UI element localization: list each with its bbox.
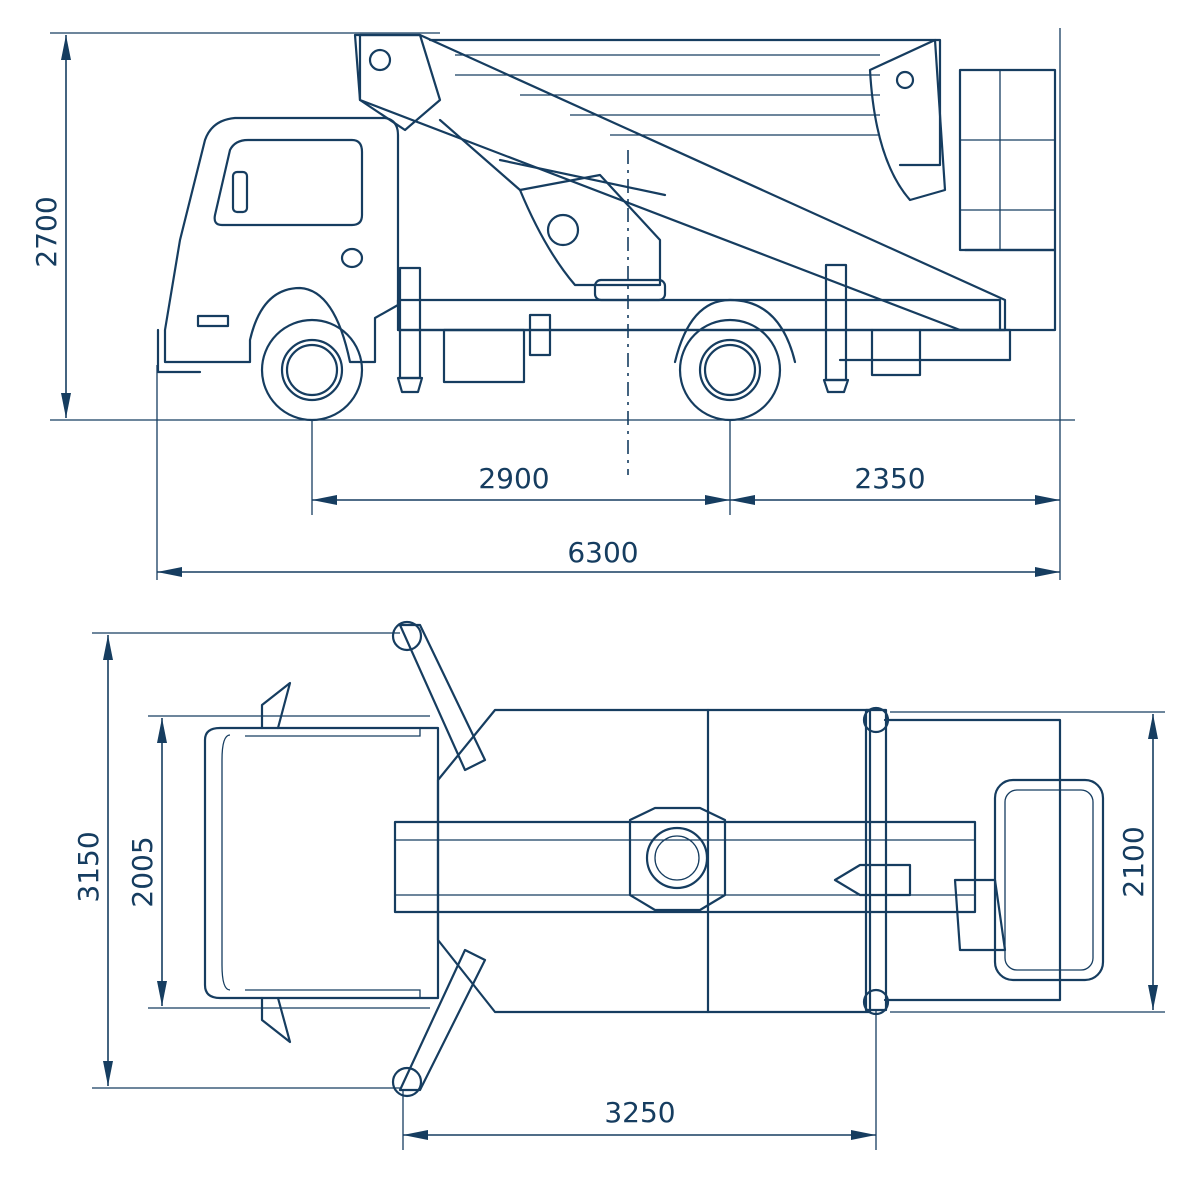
turntable — [593, 278, 667, 302]
turntable-ring — [645, 826, 709, 890]
length-arrow-right — [1035, 567, 1060, 577]
cab-window — [213, 138, 364, 227]
chassis-rail — [396, 328, 1012, 362]
front-right-outrigger-top — [398, 948, 487, 1092]
side-mirror — [231, 170, 249, 214]
rear-outrigger-foot — [822, 378, 850, 394]
turntable-plate — [628, 806, 727, 912]
front-hub-inner — [285, 343, 339, 397]
length-arrow-left — [157, 567, 182, 577]
height-label: 2700 — [30, 196, 63, 267]
top-view-truck — [203, 620, 1105, 1098]
mirror-top-right — [260, 996, 292, 1044]
dim-arrow — [103, 1061, 113, 1086]
front-left-outrigger-top — [398, 623, 487, 772]
dim-arrow — [1148, 714, 1158, 739]
cab-badge — [196, 314, 230, 328]
front-hub — [280, 338, 344, 402]
rear-wheel — [678, 318, 782, 422]
link-pin — [895, 70, 915, 90]
overall-length-label: 6300 — [567, 536, 638, 569]
basket-control — [953, 878, 1007, 952]
cab-sill — [245, 727, 421, 999]
boom-head — [358, 33, 442, 132]
dim-arrow — [157, 981, 167, 1006]
outrigger-pad — [862, 706, 890, 734]
lift-arm — [438, 118, 667, 197]
outrigger-pad — [391, 620, 423, 652]
rear-wheel-arch — [673, 298, 797, 364]
boom-tip — [833, 863, 912, 897]
outrigger-pad — [391, 1066, 423, 1098]
side-view-dimensions: 2700 2900 2350 6300 — [30, 28, 1061, 580]
rear-deck — [883, 718, 1062, 1002]
basket — [958, 68, 1057, 252]
dim-arrow — [157, 718, 167, 743]
main-boom — [353, 33, 1007, 332]
front-outrigger-foot — [396, 376, 424, 394]
basket-top-inner — [1004, 789, 1094, 971]
dim-arrow — [1148, 985, 1158, 1010]
outrigger-spread-label: 3150 — [72, 831, 105, 902]
upper-boom — [428, 38, 942, 167]
front-wheel — [260, 318, 364, 422]
basket-mount — [963, 248, 1057, 332]
dim-arrow — [103, 635, 113, 660]
turntable-ring-inner — [654, 835, 700, 881]
rear-hub-inner — [703, 343, 757, 397]
dim-arrow — [312, 495, 337, 505]
fuel-cap — [340, 247, 364, 269]
height-arrow-top — [61, 35, 71, 60]
rear-overhang-label: 2350 — [854, 462, 925, 495]
basket-top — [993, 778, 1105, 982]
tank-box — [442, 328, 526, 384]
boom-top — [393, 820, 977, 914]
rear-step — [870, 328, 922, 377]
cab-body — [163, 116, 400, 364]
truck-body — [436, 708, 872, 1014]
body-width-label: 2100 — [1117, 826, 1150, 897]
turret — [518, 173, 662, 287]
dim-arrow — [730, 495, 755, 505]
dim-arrow — [403, 1130, 428, 1140]
front-bumper — [156, 328, 202, 374]
dim-arrow — [705, 495, 730, 505]
front-overhang-label: 2900 — [478, 462, 549, 495]
side-view-truck — [50, 33, 1075, 475]
top-view-dimensions: 3150 2005 2100 3250 — [72, 632, 1165, 1150]
basket-link — [868, 38, 947, 202]
dim-arrow — [1035, 495, 1060, 505]
cab-width-label: 2005 — [126, 836, 159, 907]
chassis-frame — [396, 298, 1002, 332]
rear-hub — [698, 338, 762, 402]
cab-top — [203, 726, 440, 1000]
dim-arrow — [851, 1130, 876, 1140]
cab-windshield — [221, 734, 231, 991]
boom-head-pin — [368, 48, 392, 72]
battery-box — [528, 313, 552, 357]
turret-pivot — [546, 213, 580, 247]
mirror-top-left — [260, 681, 292, 730]
front-outrigger — [398, 266, 422, 380]
height-arrow-bottom — [61, 393, 71, 418]
outrigger-base-label: 3250 — [604, 1096, 675, 1129]
basket-rails — [960, 70, 1055, 250]
boom-sections — [455, 54, 880, 136]
